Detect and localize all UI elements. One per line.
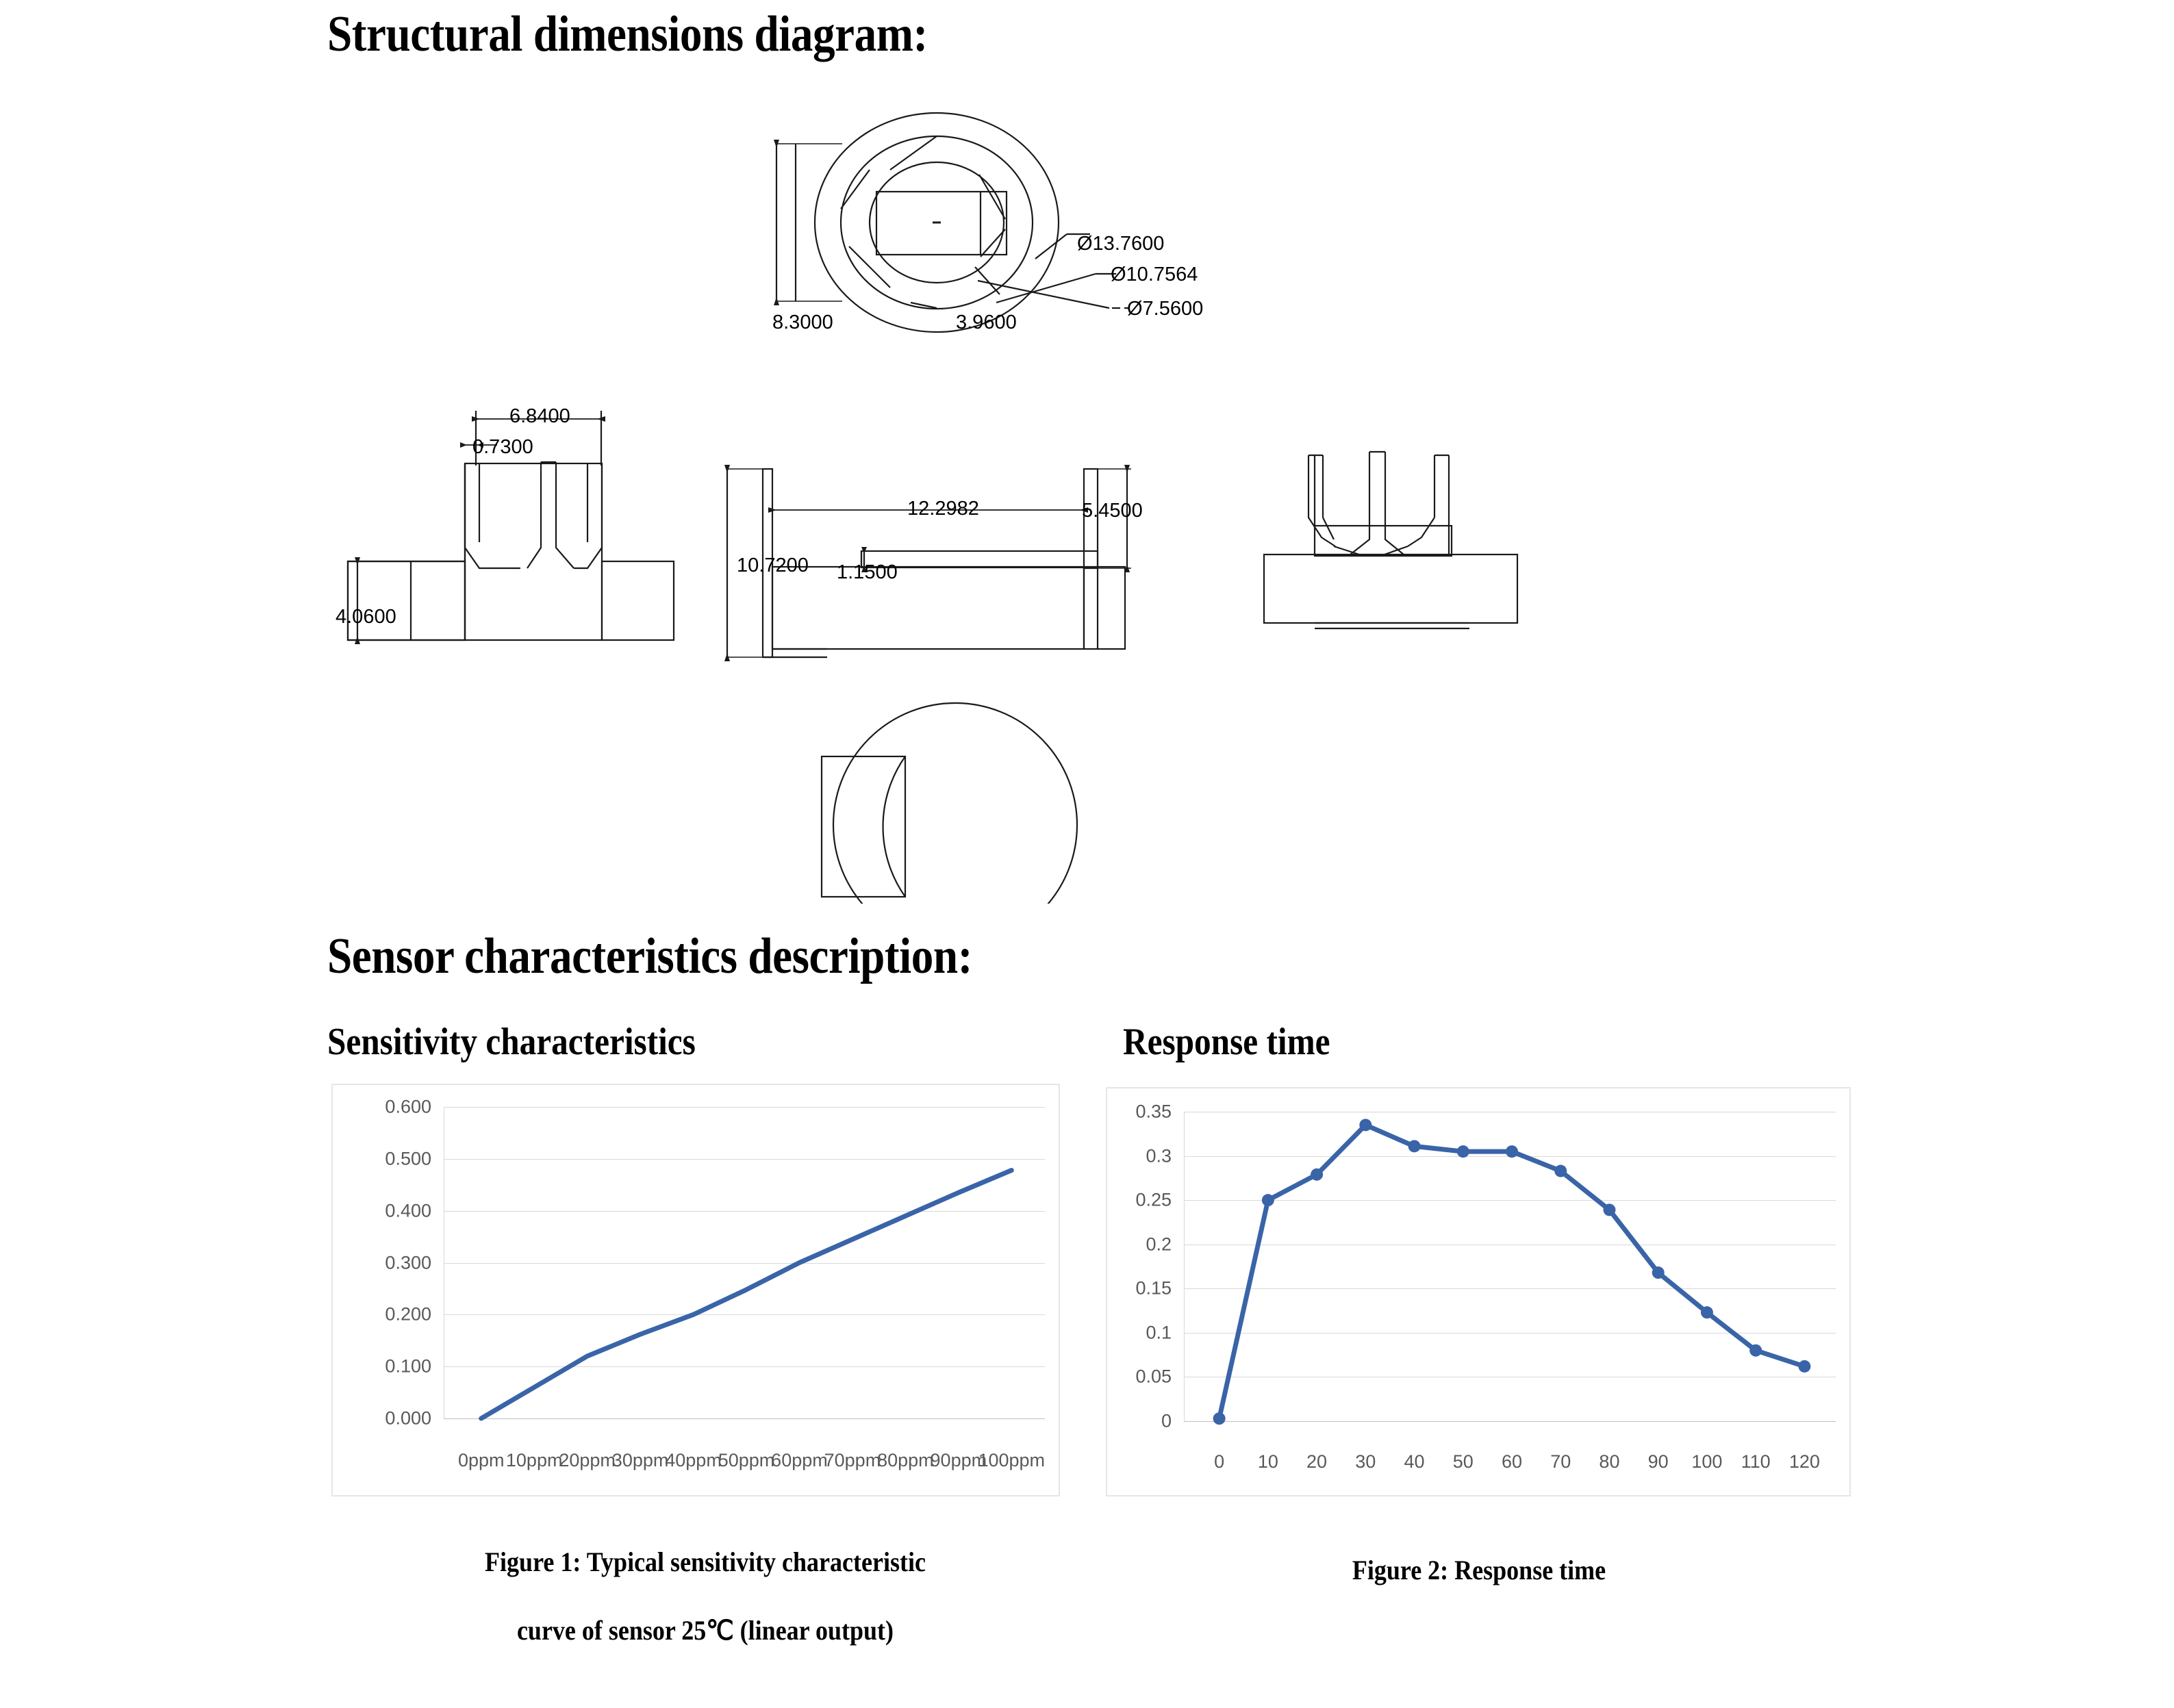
x-axis-tick-label: 40 — [1404, 1451, 1425, 1472]
dim-label-0-7300: 0.7300 — [472, 436, 533, 458]
gridline — [1184, 1200, 1836, 1201]
gridline — [1184, 1288, 1836, 1290]
x-axis-tick-label: 90 — [1647, 1451, 1669, 1472]
dim-label-6-8400: 6.8400 — [509, 405, 570, 427]
subtitle-sensitivity-characteristics: Sensitivity characteristics — [327, 1021, 696, 1063]
structural-dimensions-drawing: Ø13.7600 Ø10.7564 Ø7.5600 8.3000 3.9600 … — [0, 82, 2174, 904]
gridline — [444, 1210, 1045, 1212]
x-axis-tick-label: 30ppm — [611, 1450, 669, 1470]
x-axis-line — [1184, 1421, 1836, 1422]
x-axis-tick-label: 40ppm — [665, 1450, 722, 1470]
x-axis-tick-label: 20ppm — [559, 1450, 616, 1470]
y-axis-line — [1184, 1112, 1185, 1421]
x-axis-tick-label: 70ppm — [824, 1450, 881, 1470]
data-point-marker — [1749, 1344, 1762, 1357]
series-line-response-time — [1213, 1119, 1811, 1425]
data-point-marker — [1652, 1266, 1665, 1279]
data-point-marker — [1798, 1360, 1811, 1373]
x-axis-tick-label: 50ppm — [718, 1450, 775, 1470]
x-axis-tick-label: 100ppm — [978, 1450, 1046, 1470]
front-elevation-view — [346, 411, 675, 644]
data-point-marker — [1213, 1412, 1226, 1425]
dim-label-4-0600: 4.0600 — [336, 606, 396, 628]
y-axis-tick-label: 0.000 — [385, 1407, 431, 1429]
gridline — [444, 1366, 1045, 1368]
y-axis-tick-label: 0.500 — [385, 1148, 431, 1169]
dim-label-dia-10-7564: Ø10.7564 — [1111, 264, 1198, 285]
y-axis-tick-label: 0.25 — [1135, 1189, 1172, 1210]
drawing-svg — [346, 112, 1519, 904]
x-axis-tick-label: 80ppm — [877, 1450, 934, 1470]
subtitle-response-time: Response time — [1123, 1021, 1330, 1063]
data-point-marker — [1408, 1140, 1421, 1153]
dim-label-8-3000: 8.3000 — [772, 311, 833, 333]
dim-label-dia-13-76: Ø13.7600 — [1077, 233, 1165, 255]
data-point-marker — [1456, 1145, 1469, 1158]
gridline — [444, 1107, 1045, 1108]
figure-2-caption: Figure 2: Response time — [1352, 1555, 1606, 1585]
series-line-sensitivity-characteristics — [479, 1168, 1014, 1421]
rear-elevation-view — [1263, 450, 1519, 630]
data-point-marker — [1603, 1203, 1616, 1216]
x-axis-tick-label: 30 — [1355, 1451, 1376, 1472]
dim-label-dia-7-56: Ø7.5600 — [1127, 298, 1204, 320]
gridline — [444, 1314, 1045, 1316]
y-axis-tick-label: 0.2 — [1146, 1234, 1172, 1255]
x-axis-tick-label: 120 — [1789, 1451, 1820, 1472]
side-section-view — [724, 465, 1131, 661]
dim-label-12-2982: 12.2982 — [907, 498, 979, 520]
x-axis-line — [444, 1418, 1045, 1419]
y-axis-tick-label: 0.600 — [385, 1096, 431, 1117]
top-circular-view — [774, 112, 1130, 333]
data-point-marker — [1506, 1145, 1518, 1158]
y-axis-tick-label: 0.1 — [1146, 1322, 1172, 1343]
chart-response-time: 0 0.05 0.1 0.15 0.2 0.25 0.3 0.35 0 10 20 30 40 50 60 7… — [1106, 1087, 1851, 1496]
dim-label-1-1500: 1.1500 — [837, 561, 898, 583]
x-axis-tick-label: 0ppm — [457, 1450, 505, 1470]
x-axis-tick-label: 90ppm — [930, 1450, 987, 1470]
y-axis-tick-label: 0.400 — [385, 1200, 431, 1221]
y-axis-tick-label: 0.300 — [385, 1252, 431, 1273]
data-point-marker — [1311, 1168, 1324, 1181]
data-point-marker — [1261, 1194, 1274, 1207]
y-axis-tick-label: 0.100 — [385, 1355, 431, 1377]
x-axis-tick-label: 20 — [1306, 1451, 1328, 1472]
gridline — [444, 1158, 1045, 1160]
y-axis-tick-label: 0.15 — [1135, 1277, 1172, 1299]
data-point-marker — [1359, 1119, 1372, 1132]
x-axis-tick-label: 0 — [1214, 1451, 1225, 1472]
y-axis-tick-label: 0.35 — [1135, 1101, 1172, 1122]
x-axis-tick-label: 10 — [1257, 1451, 1278, 1472]
page-title-structural-dimensions: Structural dimensions diagram: — [327, 6, 928, 62]
x-axis-tick-label: 110 — [1741, 1451, 1771, 1472]
dim-label-5-4500: 5.4500 — [1082, 500, 1143, 522]
x-axis-tick-label: 10ppm — [505, 1450, 563, 1470]
dim-label-3-9600: 3.9600 — [956, 311, 1017, 333]
page-title-sensor-characteristics: Sensor characteristics description: — [327, 928, 972, 984]
gridline — [444, 1262, 1045, 1264]
dim-label-10-7200: 10.7200 — [737, 555, 809, 576]
x-axis-tick-label: 80 — [1599, 1451, 1620, 1472]
figure-1-caption-line-2: curve of sensor 25℃ (linear output) — [516, 1615, 894, 1646]
bottom-plan-view — [820, 702, 1078, 904]
gridline — [1184, 1332, 1836, 1334]
y-axis-tick-label: 0.05 — [1135, 1366, 1172, 1387]
data-point-marker — [1554, 1164, 1567, 1177]
chart-plot-container: 0 0.05 0.1 0.15 0.2 0.25 0.3 0.35 0 10 20 30 40 50 60 7… — [1107, 1088, 1849, 1495]
y-axis-tick-label: 0.200 — [385, 1303, 431, 1325]
figure-1-caption-line-1: Figure 1: Typical sensitivity characteri… — [485, 1546, 926, 1577]
x-axis-tick-label: 60 — [1501, 1451, 1523, 1472]
x-axis-tick-label: 50 — [1452, 1451, 1474, 1472]
y-axis-tick-label: 0 — [1161, 1410, 1172, 1431]
x-axis-tick-label: 100 — [1691, 1451, 1723, 1472]
x-axis-tick-label: 60ppm — [771, 1450, 828, 1470]
x-axis-tick-label: 70 — [1550, 1451, 1571, 1472]
y-axis-tick-label: 0.3 — [1146, 1145, 1172, 1167]
data-point-marker — [1700, 1306, 1713, 1319]
